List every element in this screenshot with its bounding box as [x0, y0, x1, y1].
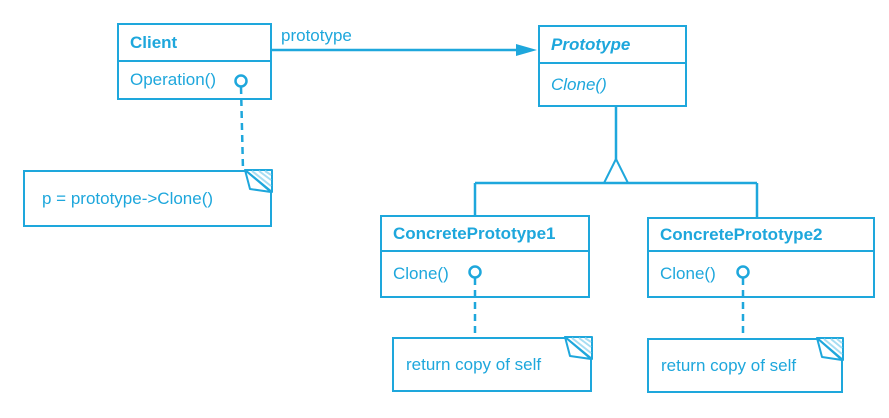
class-prototype-name: Prototype	[540, 27, 685, 64]
association-label: prototype	[281, 26, 352, 45]
association-arrowhead	[516, 44, 537, 56]
note-concrete-1-text: return copy of self	[406, 354, 542, 374]
note-client-code-text: p = prototype->Clone()	[42, 188, 214, 208]
inheritance-triangle	[602, 156, 630, 184]
class-prototype-method: Clone()	[551, 74, 607, 94]
class-client-name: Client	[119, 25, 270, 62]
class-concrete-prototype-2-name: ConcretePrototype2	[649, 219, 873, 252]
class-concrete-prototype-1-method: Clone()	[393, 264, 449, 283]
class-client-method: Operation()	[130, 70, 216, 89]
class-client: Client Operation()	[117, 23, 272, 100]
note-client-code: p = prototype->Clone()	[23, 170, 272, 227]
note-concrete-2: return copy of self	[647, 338, 843, 393]
note-concrete-2-text: return copy of self	[661, 355, 797, 375]
class-concrete-prototype-2: ConcretePrototype2 Clone()	[647, 217, 875, 298]
class-concrete-prototype-2-method: Clone()	[660, 264, 716, 283]
class-prototype: Prototype Clone()	[538, 25, 687, 107]
note-concrete-1: return copy of self	[392, 337, 592, 392]
class-concrete-prototype-1: ConcretePrototype1 Clone()	[380, 215, 590, 298]
class-concrete-prototype-1-name: ConcretePrototype1	[382, 217, 588, 252]
